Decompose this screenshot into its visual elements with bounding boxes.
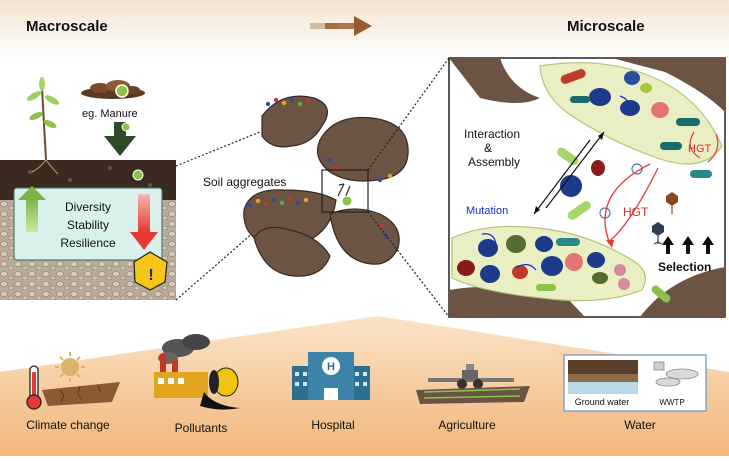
interaction-label: Interaction bbox=[464, 127, 520, 141]
virus-icon bbox=[121, 122, 131, 132]
selection-label: Selection bbox=[658, 260, 711, 274]
zoom-box bbox=[321, 169, 369, 213]
mutation-label: Mutation bbox=[466, 205, 508, 217]
field bbox=[416, 386, 530, 404]
soil-aggregates bbox=[243, 95, 409, 277]
wwtp-icon bbox=[653, 361, 699, 387]
soil-aggregates-label: Soil aggregates bbox=[203, 175, 286, 189]
property-stability: Stability bbox=[67, 218, 109, 232]
manure-down-arrow bbox=[104, 122, 136, 156]
hospital-icon: H bbox=[292, 352, 370, 400]
virus-icon bbox=[115, 84, 129, 98]
driver-pollutants: Pollutants bbox=[175, 421, 228, 435]
factory-icon bbox=[154, 334, 210, 398]
phage-icon bbox=[666, 192, 678, 214]
free-microbes bbox=[557, 147, 643, 220]
virus-icon bbox=[341, 195, 353, 207]
wwtp-label: WWTP bbox=[659, 398, 684, 407]
macroscale-title: Macroscale bbox=[26, 18, 108, 35]
driver-agriculture: Agriculture bbox=[438, 418, 496, 432]
assembly-label: Assembly bbox=[468, 155, 520, 169]
warning-icon: ! bbox=[133, 251, 168, 291]
property-resilience: Resilience bbox=[60, 236, 116, 250]
warning-symbol: ! bbox=[148, 267, 153, 284]
driver-water: Water bbox=[624, 418, 656, 432]
microbe-cells-lower bbox=[457, 235, 671, 303]
microbe-dots bbox=[247, 97, 393, 239]
hgt-arrows bbox=[604, 131, 719, 248]
sun-icon bbox=[55, 352, 85, 382]
property-diversity: Diversity bbox=[65, 200, 111, 214]
svg-text:H: H bbox=[327, 361, 335, 373]
manure-pile bbox=[81, 80, 145, 99]
mutation-arrow bbox=[515, 263, 537, 271]
driver-climate-change: Climate change bbox=[26, 418, 110, 432]
crop-rows bbox=[423, 388, 521, 399]
manure-label: eg. Manure bbox=[82, 108, 138, 120]
zoom-line bbox=[367, 57, 450, 171]
barrel-icon bbox=[200, 367, 240, 410]
water-box bbox=[563, 354, 707, 412]
ampersand-label: & bbox=[484, 141, 492, 155]
virus-icon bbox=[132, 169, 144, 181]
tractor-icon bbox=[428, 364, 514, 389]
mutation-arrow bbox=[481, 233, 497, 245]
hgt-label-center: HGT bbox=[623, 205, 649, 219]
zoom-line bbox=[175, 231, 255, 301]
hgt-label-upper: HGT bbox=[688, 143, 712, 155]
interaction-arrows bbox=[533, 131, 605, 215]
selection-arrows bbox=[662, 236, 714, 254]
plant-icon bbox=[26, 77, 60, 175]
ground-water-label: Ground water bbox=[575, 397, 630, 407]
phage-icon bbox=[652, 222, 664, 245]
driver-hospital: Hospital bbox=[311, 418, 354, 432]
microbe-cells-upper bbox=[560, 69, 712, 178]
mutation-arrow bbox=[619, 95, 629, 111]
scale-arrow bbox=[310, 16, 372, 36]
cracks bbox=[59, 385, 102, 403]
microscale-title: Microscale bbox=[567, 18, 645, 35]
properties-box: Diversity Stability Resilience bbox=[13, 186, 163, 261]
thermometer-icon bbox=[26, 365, 42, 410]
zoom-line bbox=[175, 131, 261, 167]
